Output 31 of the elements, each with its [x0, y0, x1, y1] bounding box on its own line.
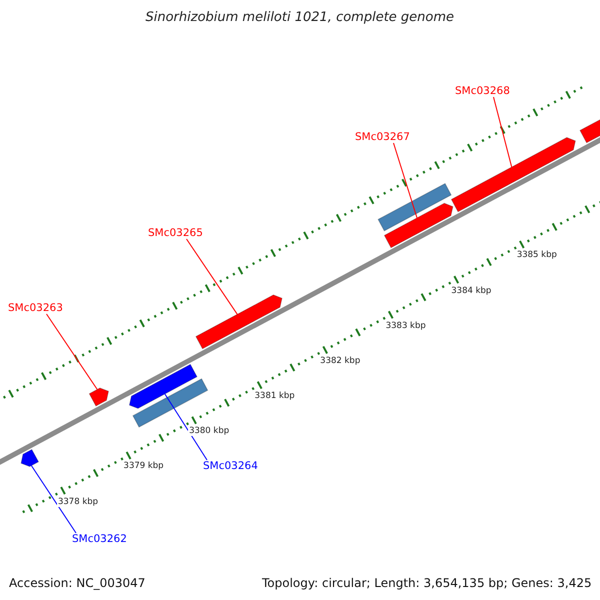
gene-feature — [195, 294, 282, 350]
scale-label: 3379 kbp — [122, 461, 165, 472]
gene-label: SMc03265 — [148, 227, 203, 239]
feature-bar — [132, 378, 208, 428]
leader-line — [493, 96, 512, 168]
gene-label: SMc03262 — [72, 533, 127, 545]
gene-feature — [20, 448, 40, 467]
map-title: Sinorhizobium meliloti 1021, complete genome — [146, 10, 454, 25]
accession-text: Accession: NC_003047 — [9, 576, 146, 590]
leader-line — [393, 142, 418, 218]
leader-line — [186, 238, 238, 315]
scale-label: 3380 kbp — [188, 426, 230, 436]
leader-line — [46, 314, 98, 390]
scale-label: 3382 kbp — [319, 356, 362, 366]
gene-label: SMc03268 — [455, 85, 510, 97]
scale-label: 3381 kbp — [254, 391, 296, 402]
feature-bar — [378, 182, 452, 232]
scale-label: 3378 kbp — [56, 496, 100, 507]
gene-feature — [88, 388, 109, 407]
gene-label: SMc03267 — [355, 131, 410, 143]
gene-label: SMc03264 — [203, 460, 258, 472]
genome-stats-text: Topology: circular; Length: 3,654,135 bp; Genes: 3,425 — [262, 576, 592, 590]
scale-label: 3385 kbp — [516, 250, 558, 260]
gene-feature — [450, 137, 576, 212]
leader-line — [30, 465, 76, 534]
gene-feature — [128, 364, 198, 409]
leader-line — [164, 394, 208, 460]
scale-label: 3384 kbp — [450, 286, 492, 296]
scale-label: 3383 kbp — [384, 320, 427, 331]
gene-label: SMc03263 — [8, 302, 63, 314]
gene-feature — [384, 202, 454, 248]
